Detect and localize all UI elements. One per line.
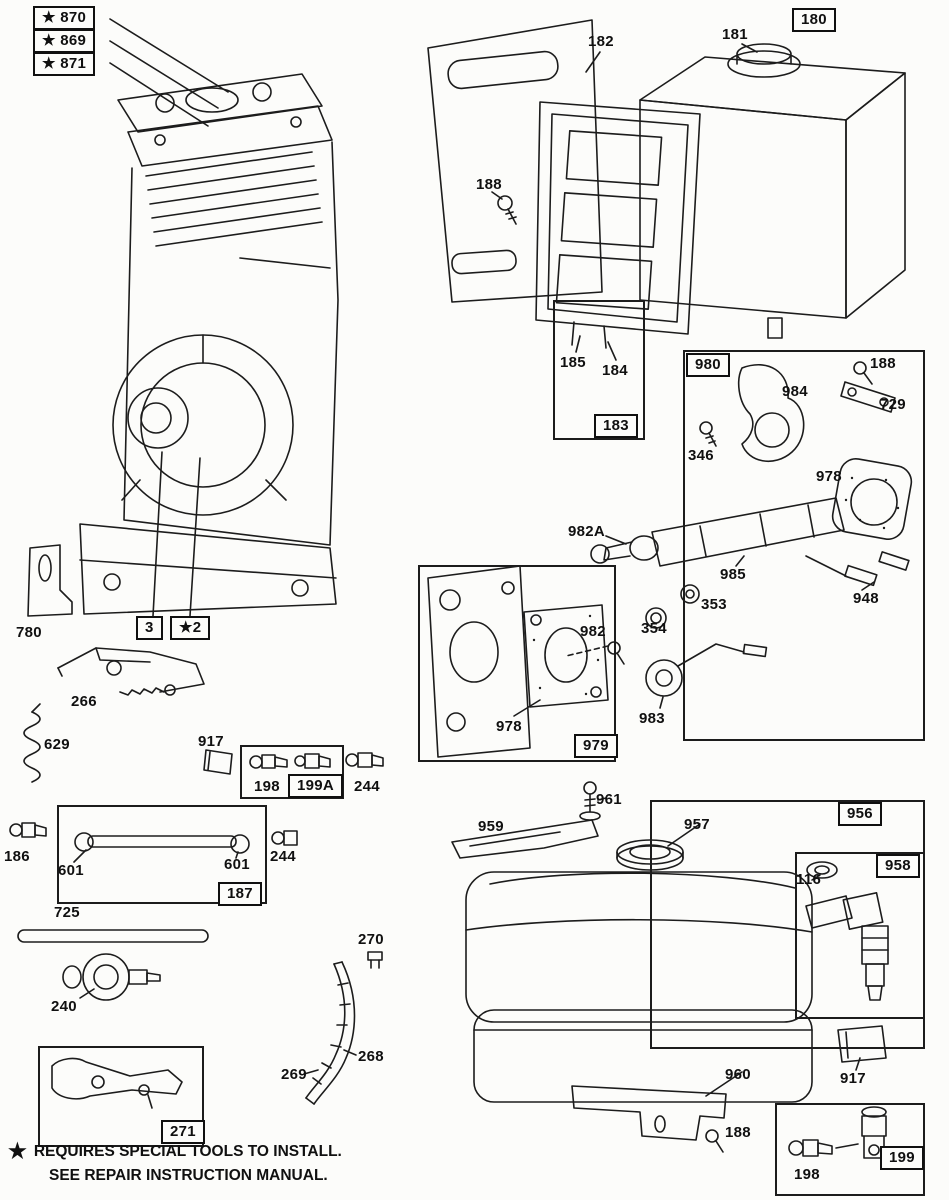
part-label-346: 346	[688, 447, 714, 464]
special-tools-star-icon: ★	[8, 1140, 27, 1163]
part-label-982A: 982A	[568, 523, 606, 540]
part-label-961: 961	[596, 791, 622, 808]
part-label-601-right: 601	[224, 856, 250, 873]
part-label-185: 185	[560, 354, 586, 371]
part-label-948: 948	[853, 590, 879, 607]
part-label-244-top: 244	[354, 778, 380, 795]
part-label-269: 269	[281, 1066, 307, 1083]
part-label-869: ★ 869	[33, 29, 96, 53]
part-label-3: 3	[136, 616, 163, 640]
group-box-271	[38, 1046, 204, 1147]
part-label-182: 182	[588, 33, 614, 50]
part-label-268: 268	[358, 1048, 384, 1065]
part-label-984: 984	[782, 383, 808, 400]
part-label-983: 983	[639, 710, 665, 727]
throttle-control-drawing	[565, 361, 913, 709]
part-label-917-right: 917	[840, 1070, 866, 1087]
carburetor-plate-and-gasket-drawing	[427, 565, 609, 758]
part-label-183: 183	[594, 414, 638, 438]
part-label-956: 956	[838, 802, 882, 826]
engine-block-drawing	[79, 18, 339, 617]
group-box-979	[418, 565, 616, 762]
part-label-270: 270	[358, 931, 384, 948]
part-label-725: 725	[54, 904, 80, 921]
part-label-353: 353	[701, 596, 727, 613]
part-label-978-plate: 978	[496, 718, 522, 735]
group-box-199	[775, 1103, 925, 1196]
part-label-871: ★ 871	[33, 52, 96, 76]
part-label-271: 271	[161, 1120, 205, 1144]
part-label-188-air-cleaner: 188	[476, 176, 502, 193]
part-label-780: 780	[16, 624, 42, 641]
part-label-187: 187	[218, 882, 262, 906]
part-label-979: 979	[574, 734, 618, 758]
part-label-917-left: 917	[198, 733, 224, 750]
part-label-181: 181	[722, 26, 748, 43]
group-box-183	[553, 300, 645, 440]
part-label-601-left: 601	[58, 862, 84, 879]
part-label-957: 957	[684, 816, 710, 833]
part-label-180: 180	[792, 8, 836, 32]
part-label-960: 960	[725, 1066, 751, 1083]
part-label-266: 266	[71, 693, 97, 710]
group-box-187	[57, 805, 267, 904]
part-label-116: 116	[796, 871, 822, 888]
part-label-244-middle: 244	[270, 848, 296, 865]
air-cleaner-and-fuel-tank-drawing	[427, 19, 906, 361]
left-small-parts-drawing	[9, 544, 384, 1109]
part-label-870: ★ 870	[33, 6, 96, 30]
group-box-199A	[240, 745, 344, 799]
part-label-186: 186	[4, 848, 30, 865]
part-label-188-tank: 188	[725, 1124, 751, 1141]
part-label-199: 199	[880, 1146, 924, 1170]
part-label-198-top: 198	[254, 778, 280, 795]
part-label-188-bracket: 188	[870, 355, 896, 372]
part-label-982: 982	[580, 623, 606, 640]
part-label-729: 729	[880, 396, 906, 413]
footnote: ★ REQUIRES SPECIAL TOOLS TO INSTALL. SEE…	[8, 1140, 438, 1185]
part-label-958: 958	[876, 854, 920, 878]
part-label-184: 184	[602, 362, 628, 379]
part-label-978-control: 978	[816, 468, 842, 485]
group-box-958	[795, 852, 925, 1019]
part-label-985: 985	[720, 566, 746, 583]
part-label-199A: 199A	[288, 774, 344, 798]
part-label-198-bottom: 198	[794, 1166, 820, 1183]
part-label-629: 629	[44, 736, 70, 753]
footnote-line2: SEE REPAIR INSTRUCTION MANUAL.	[49, 1167, 328, 1184]
footnote-line1: REQUIRES SPECIAL TOOLS TO INSTALL.	[33, 1143, 342, 1160]
part-label-980: 980	[686, 353, 730, 377]
part-label-240: 240	[51, 998, 77, 1015]
part-label-354: 354	[641, 620, 667, 637]
part-label-959: 959	[478, 818, 504, 835]
part-label-2: ★2	[170, 616, 211, 640]
group-box-980	[683, 350, 925, 741]
